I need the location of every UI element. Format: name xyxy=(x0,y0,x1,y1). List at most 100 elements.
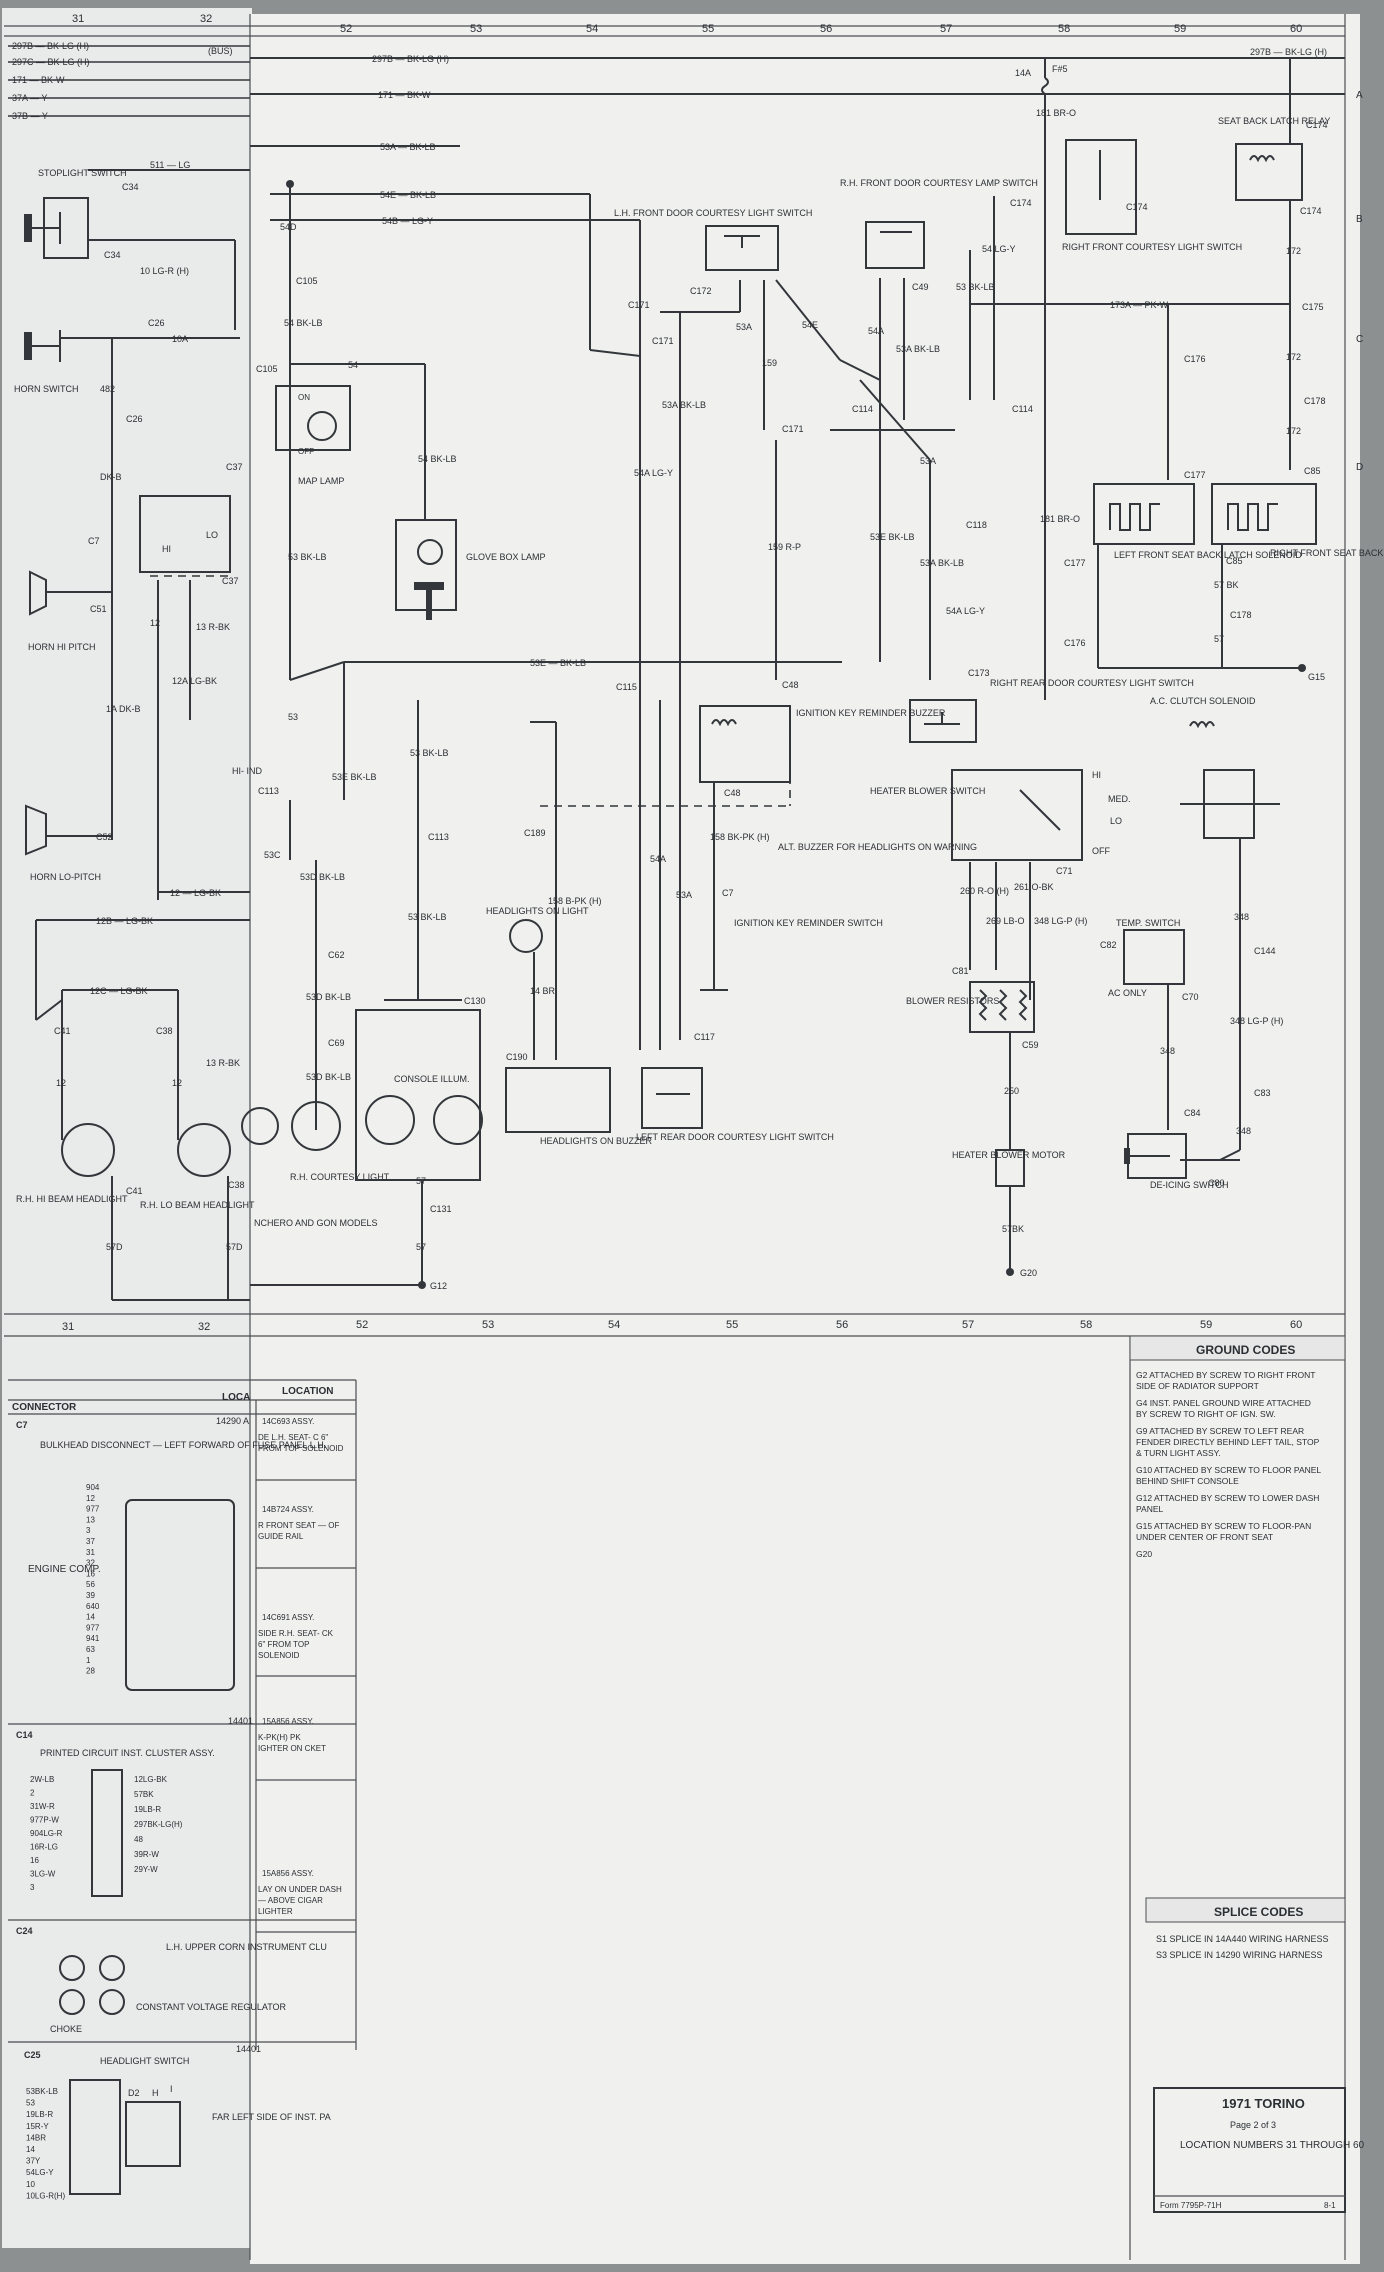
c7-wire-8: 16 xyxy=(86,1569,95,1578)
wire-12b: 12B — LG-BK xyxy=(96,916,153,926)
c14-left-wire-6: 16 xyxy=(30,1856,39,1865)
wire-348-heater: 348 LG-P (H) xyxy=(1034,916,1087,926)
c25-h: H xyxy=(152,2088,159,2098)
c25-label: C25 xyxy=(24,2050,41,2060)
c14-left-wire-7: 3LG-W xyxy=(30,1870,56,1879)
blower-resistors-box xyxy=(969,981,1035,1033)
wire-158-bpk: 158 B-PK (H) xyxy=(548,896,602,906)
wire-482: 482 xyxy=(100,384,115,394)
title-block: 1971 TORINO Page 2 of 3 LOCATION NUMBERS… xyxy=(1153,2087,1365,2213)
conn-c114-a: C48 xyxy=(782,680,799,690)
left-rear-door-switch-box xyxy=(641,1067,703,1129)
wire-159-a: 159 xyxy=(762,358,777,368)
c7-wire-1: 12 xyxy=(86,1494,95,1503)
conn-c83: C84 xyxy=(1184,1108,1201,1118)
right-front-courtesy-switch-box xyxy=(1065,139,1137,235)
wire-54a-lgy-lh: 54A LG-Y xyxy=(634,468,673,478)
wire-53e-vertical: 53E BK-LB xyxy=(332,772,377,782)
c14-right-wire-4: 48 xyxy=(134,1835,143,1844)
choke-label: CHOKE xyxy=(50,2024,82,2034)
c14-right-wire-3: 297BK-LG(H) xyxy=(134,1820,183,1829)
wire-53e-horizontal: 53E — BK-LB xyxy=(530,658,586,668)
c25-part-number: 14401 xyxy=(236,2044,261,2054)
wire-53a-rh-b: 53A xyxy=(920,456,936,466)
right-rear-door-label: RIGHT REAR DOOR COURTESY LIGHT SWITCH xyxy=(990,678,1194,688)
c25-i: I xyxy=(170,2084,173,2094)
wire-53-console: 53 BK-LB xyxy=(410,748,449,758)
wire-53c: 53C xyxy=(264,850,281,860)
blower-resistors-label: BLOWER RESISTORS xyxy=(906,996,999,1006)
c14-label: C14 xyxy=(16,1730,33,1740)
c14-left-wire-5: 16R-LG xyxy=(30,1843,58,1852)
col-57-top: 57 xyxy=(940,23,952,35)
c14-left-wire-0: 2W-LB xyxy=(30,1775,54,1784)
conn-c113-a: C113 xyxy=(258,786,279,796)
wire-1a: 1A DK-B xyxy=(106,704,141,714)
c25-far-left: FAR LEFT SIDE OF INST. PA xyxy=(212,2112,331,2122)
col-53-bottom: 53 xyxy=(482,1319,494,1331)
map-lamp-bulb xyxy=(307,411,337,441)
rh-courtesy-lamp xyxy=(291,1101,341,1151)
wire-297b-main: 297B — BK-LG (H) xyxy=(372,54,449,64)
wire-54e-diag: 54E xyxy=(802,320,818,330)
wire-53d-a: 53D BK-LB xyxy=(300,872,345,882)
c7-wire-16: 1 xyxy=(86,1656,91,1665)
wire-13-lo: 13 R-BK xyxy=(206,1058,240,1068)
conn-c41-b: C41 xyxy=(126,1186,143,1196)
c7-connector-body xyxy=(125,1499,235,1691)
conn-c69: C69 xyxy=(328,1038,345,1048)
wire-12-lgbk-lo: 12 xyxy=(172,1078,182,1088)
ground-codes-panel: GROUND CODES G2 ATTACHED BY SCREW TO RIG… xyxy=(1129,1335,1346,2260)
conn-c174: C175 xyxy=(1302,302,1324,312)
c14-description: PRINTED CIRCUIT INST. CLUSTER ASSY. xyxy=(40,1748,215,1758)
wire-171-left: 171 — BK-W xyxy=(12,75,65,85)
col-52-bottom: 52 xyxy=(356,1319,368,1331)
wire-57d-a: 57D xyxy=(106,1242,123,1252)
wire-348-a: 348 xyxy=(1234,912,1249,922)
model-title: 1971 TORINO xyxy=(1222,2096,1305,2111)
seat-back-relay-box xyxy=(1235,143,1303,201)
left-strip-circuits: STOPLIGHT SWITCH 511 — LG C34 C34 10 LG-… xyxy=(14,160,262,1301)
conn-c80: C82 xyxy=(1100,940,1117,950)
c25-terminal-block xyxy=(125,2101,181,2167)
wire-269: 269 LB-O xyxy=(986,916,1025,926)
conn-c177-b: C178 xyxy=(1230,610,1252,620)
map-off-label: OFF xyxy=(298,447,314,456)
blower-hi-label: HI xyxy=(1092,770,1101,780)
row-letters: A B C D xyxy=(1356,90,1363,473)
c24-terminal-1 xyxy=(59,1955,85,1981)
conn-c81: C59 xyxy=(1022,1040,1039,1050)
wire-dkb: DK-B xyxy=(100,472,122,482)
c7-wire-4: 3 xyxy=(86,1526,91,1535)
wire-53-bklb-rh: 53 BK-LB xyxy=(956,282,995,292)
conn-c26-b: C26 xyxy=(126,414,143,424)
col-32-top: 32 xyxy=(200,13,212,25)
conn-c130: C130 xyxy=(464,996,486,1006)
conn-c82: C70 xyxy=(1182,992,1199,1002)
wire-260: 260 R-O (H) xyxy=(960,886,1009,896)
ac-only-label: AC ONLY xyxy=(1108,988,1147,998)
seat-back-relay-label: SEAT BACK LATCH RELAY xyxy=(1218,116,1330,126)
temp-switch-label: TEMP. SWITCH xyxy=(1116,918,1180,928)
wire-54a-lgy-rr: 54A LG-Y xyxy=(946,606,985,616)
conn-c34-b: C34 xyxy=(104,250,121,260)
col-59-bottom: 59 xyxy=(1200,1319,1212,1331)
main-bus-wires: 297B — BK-LG (H) 297B — BK-LG (H) 171 — … xyxy=(250,47,1345,100)
conn-c48: C49 xyxy=(912,282,929,292)
c14-right-wire-5: 39R-W xyxy=(134,1850,159,1859)
form-number: Form 7795P-71H xyxy=(1160,2201,1222,2210)
conn-c171-c: C171 xyxy=(782,424,804,434)
c25-connector-body xyxy=(69,2079,121,2195)
ignition-buzzer-label: IGNITION KEY REMINDER BUZZER xyxy=(796,708,946,718)
left-front-solenoid-box xyxy=(1093,483,1195,545)
horn-hi-symbol xyxy=(29,570,47,616)
c7-wire-11: 640 xyxy=(86,1602,100,1611)
conn-c37-a: C37 xyxy=(226,462,243,472)
col-54-bottom: 54 xyxy=(608,1319,620,1331)
location-id-0: 14C693 ASSY. xyxy=(262,1417,314,1426)
c14-left-wire-8: 3 xyxy=(30,1883,35,1892)
conn-c70: C71 xyxy=(1056,866,1073,876)
